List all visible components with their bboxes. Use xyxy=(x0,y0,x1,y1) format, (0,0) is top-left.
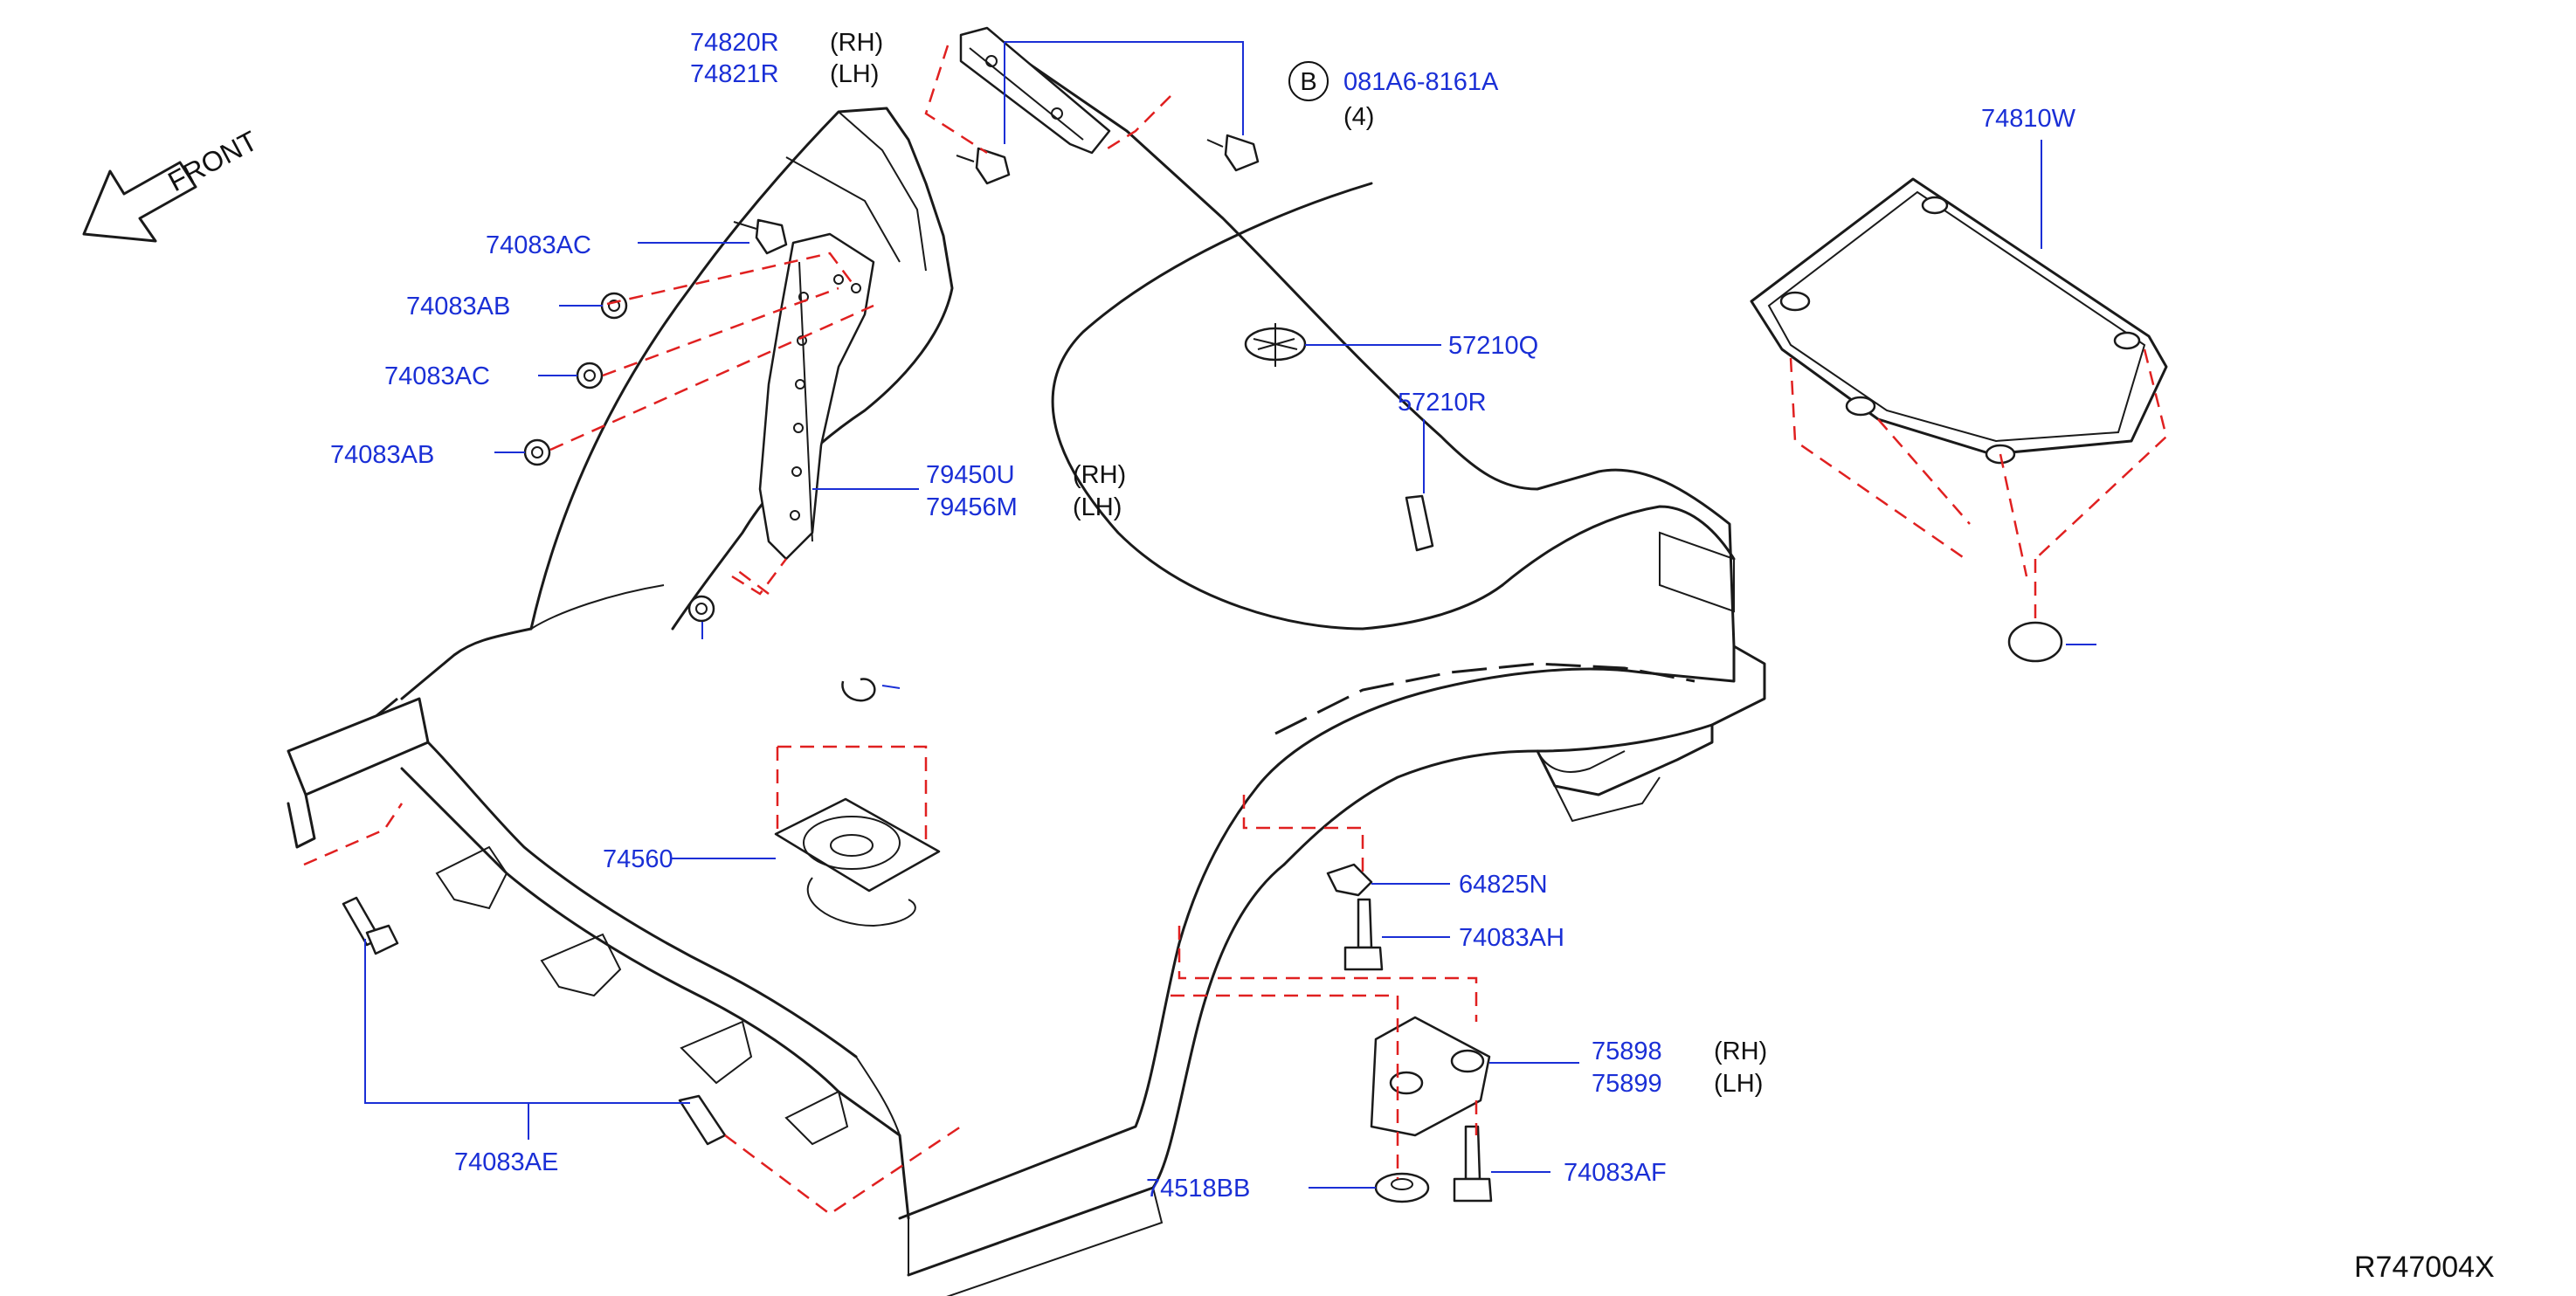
part-number: 74083AC xyxy=(486,231,591,259)
side-label: (LH) xyxy=(1714,1070,1763,1098)
side-label: (4) xyxy=(1343,103,1374,131)
clip-icon xyxy=(576,362,604,389)
part-number: 081A6-8161A xyxy=(1343,68,1499,96)
part-number: 79456M xyxy=(926,493,1018,521)
part-number: 74083AB xyxy=(406,293,510,321)
part-number: 74083AB xyxy=(330,441,434,469)
part-number: 74083AF xyxy=(1564,1159,1667,1187)
grommet-icon xyxy=(2007,621,2063,663)
part-number: 74083AE xyxy=(454,1148,558,1176)
side-label: (RH) xyxy=(830,29,883,57)
front-label: FRONT xyxy=(162,125,262,198)
clip-icon xyxy=(1244,323,1307,367)
tag-icon xyxy=(1405,494,1434,552)
part-number: 57210Q xyxy=(1448,332,1538,360)
floor-cover-74560 xyxy=(774,797,941,927)
part-number: 79450U xyxy=(926,461,1015,489)
part-number: 74083AC xyxy=(384,362,490,390)
bolt-icon xyxy=(956,147,1011,185)
side-label: (LH) xyxy=(1073,493,1122,521)
bolt-icon xyxy=(1343,898,1384,971)
clip-icon xyxy=(841,678,876,702)
clip-icon xyxy=(600,292,628,320)
part-number: 74810W xyxy=(1981,105,2076,133)
bolt-symbol: B xyxy=(1300,68,1316,96)
part-number: 74820R xyxy=(690,29,779,57)
part-number: 64825N xyxy=(1459,871,1548,899)
clip-icon xyxy=(687,595,715,623)
part-number: 75898 xyxy=(1592,1037,1662,1065)
part-number: 57210R xyxy=(1398,389,1487,417)
rear-floor-body xyxy=(287,33,1766,1296)
front-arrow: FRONT xyxy=(82,125,263,243)
figure-id: R747004X xyxy=(2354,1251,2495,1284)
grommet-icon xyxy=(1374,1172,1430,1203)
bolt-icon xyxy=(342,896,399,955)
bolt-icon xyxy=(1453,1125,1493,1203)
callouts: 74820R (RH) 74821R (LH) 081A6-8161A (4) … xyxy=(330,29,2076,1203)
part-number: 74083AH xyxy=(1459,924,1564,952)
part-number: 75899 xyxy=(1592,1070,1662,1098)
clip-icon xyxy=(523,438,551,466)
bracket-icon xyxy=(1326,863,1373,897)
part-number: 74821R xyxy=(690,60,779,88)
side-label: (LH) xyxy=(830,60,879,88)
part-number: 74560 xyxy=(603,845,673,873)
side-label: (RH) xyxy=(1714,1037,1767,1065)
bracket-75898 xyxy=(1370,1016,1491,1137)
pillar-reinforcement xyxy=(758,232,875,561)
bolt-icon xyxy=(733,218,788,255)
side-label: (RH) xyxy=(1073,461,1126,489)
bolt-symbol-badge: B xyxy=(1288,61,1329,101)
leader-lines xyxy=(364,41,2096,1189)
tray-74810W xyxy=(1750,177,2168,465)
bolt-icon xyxy=(1206,134,1260,172)
fasteners xyxy=(342,134,2063,1203)
part-number: 74518BB xyxy=(1146,1175,1250,1203)
assembly-lines xyxy=(303,45,2168,1216)
top-bracket xyxy=(959,26,1111,155)
